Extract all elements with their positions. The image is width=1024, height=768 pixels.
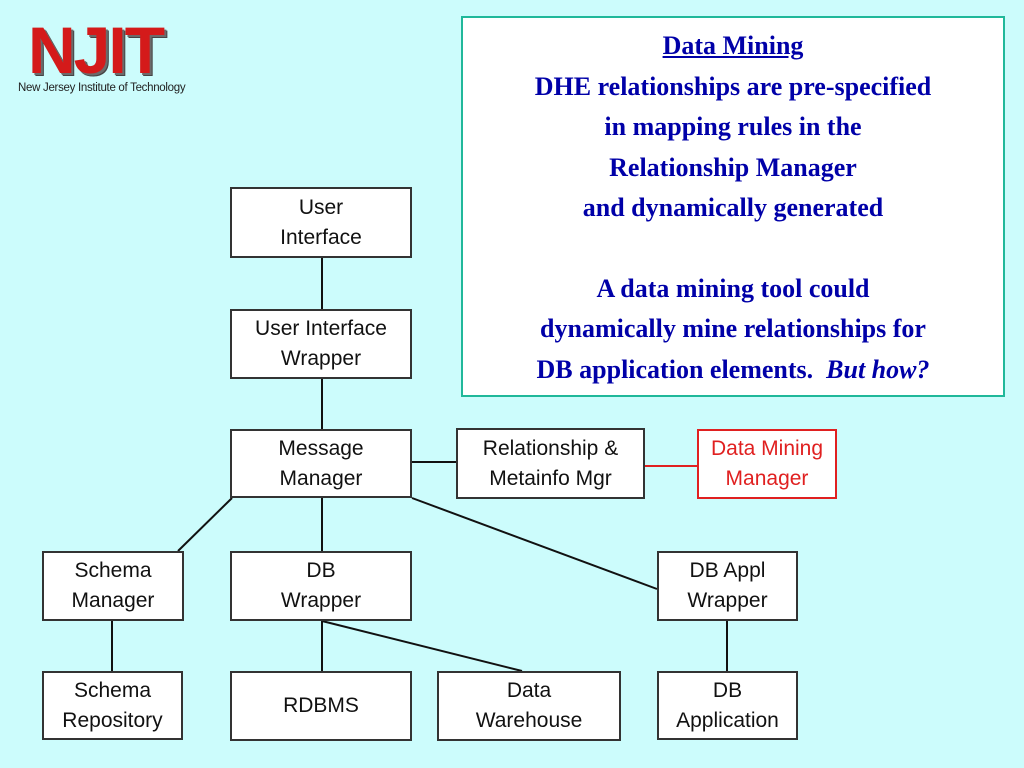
message-manager-box: Message Manager	[230, 429, 412, 498]
db-wrapper-box: DB Wrapper	[230, 551, 412, 621]
schema-repository-box: Schema Repository	[42, 671, 183, 740]
njit-logo: NJIT New Jersey Institute of Technology	[18, 14, 228, 98]
data-warehouse-box: Data Warehouse	[437, 671, 621, 741]
user-interface-box: User Interface	[230, 187, 412, 258]
callout-title: Data Mining	[662, 31, 804, 60]
box-label-line: RDBMS	[283, 694, 359, 717]
box-label-line: Interface	[280, 225, 362, 249]
box-label-line: Data Mining	[710, 437, 824, 460]
schema-manager-box: Schema Manager	[42, 551, 184, 621]
callout-line: A data mining tool could	[596, 273, 870, 303]
box-label-line: Repository	[62, 708, 163, 732]
callout-line: in mapping rules in the	[604, 112, 862, 141]
data-mining-callout: Data Mining DHE relationships are pre-sp…	[461, 16, 1005, 397]
box-label-line: Schema	[73, 678, 152, 702]
box-label-line: Warehouse	[475, 709, 583, 732]
rdbms-box: RDBMS	[230, 671, 412, 741]
callout-last-text: DB application elements.	[536, 354, 814, 384]
relationship-metainfo-manager-box: Relationship & Metainfo Mgr	[456, 428, 645, 499]
box-label-line: User	[298, 195, 344, 219]
line-msgmgr-to-dbapplwrapper	[411, 497, 658, 590]
data-mining-manager-box: Data Mining Manager	[697, 429, 837, 499]
callout-line: and dynamically generated	[582, 193, 884, 222]
line-msgmgr-to-schemamgr	[177, 497, 233, 552]
callout-line: Relationship Manager	[609, 152, 857, 182]
box-label-line: Manager	[725, 467, 809, 490]
box-label-line: Manager	[279, 466, 363, 490]
box-label-line: DB Appl	[689, 559, 766, 582]
box-label-line: Manager	[71, 589, 155, 612]
box-label-line: DB	[306, 559, 336, 582]
callout-line: DHE relationships are pre-specified	[534, 71, 932, 101]
db-application-box: DB Application	[657, 671, 798, 740]
db-appl-wrapper-box: DB Appl Wrapper	[657, 551, 798, 621]
box-label-line: Data	[506, 679, 552, 702]
box-label-line: Message	[278, 436, 364, 460]
box-label-line: Application	[676, 708, 779, 732]
paragraph-gap	[463, 229, 1003, 269]
box-label-line: Schema	[74, 559, 152, 582]
logo-subtitle: New Jersey Institute of Technology	[18, 82, 186, 94]
user-interface-wrapper-box: User Interface Wrapper	[230, 309, 412, 379]
callout-emphasis: But how?	[826, 354, 930, 384]
line-dbwrapper-to-warehouse	[321, 620, 523, 672]
box-label-line: Wrapper	[280, 589, 362, 612]
callout-line: dynamically mine relationships for	[540, 314, 926, 343]
logo-wordmark: NJIT	[28, 13, 165, 87]
box-label-line: Wrapper	[687, 589, 768, 612]
callout-last-line: DB application elements. But how?	[463, 350, 1003, 391]
box-label-line: Metainfo Mgr	[489, 466, 612, 490]
box-label-line: DB	[712, 678, 743, 702]
box-label-line: User Interface	[255, 317, 387, 340]
box-label-line: Relationship &	[482, 436, 619, 460]
box-label-line: Wrapper	[280, 347, 362, 370]
